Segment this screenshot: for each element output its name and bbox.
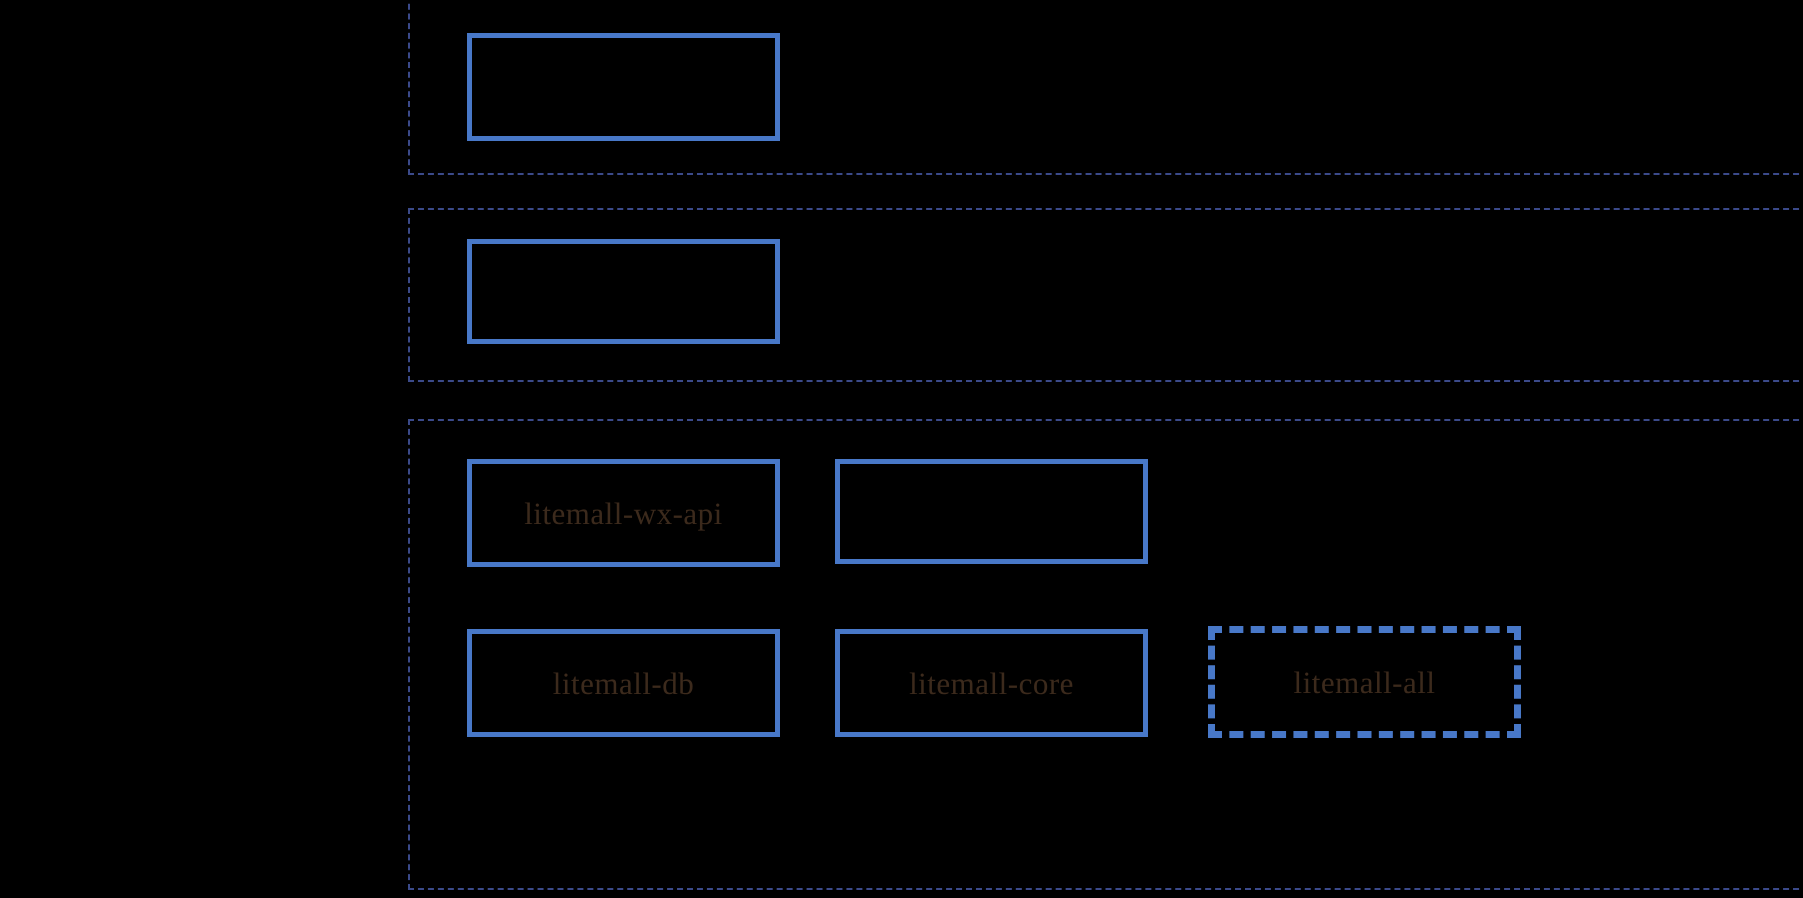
group-container-2 bbox=[408, 208, 1803, 382]
module-litemall-db-label: litemall-db bbox=[552, 665, 695, 701]
group-container-1 bbox=[408, 0, 1803, 175]
module-litemall-all[interactable]: litemall-all bbox=[1208, 626, 1521, 738]
module-litemall-all-label: litemall-all bbox=[1293, 664, 1436, 700]
module-litemall-core[interactable]: litemall-core bbox=[835, 629, 1148, 737]
group-container-3 bbox=[408, 419, 1803, 890]
module-litemall-core-label: litemall-core bbox=[909, 665, 1074, 701]
module-group1-1[interactable] bbox=[467, 33, 780, 141]
module-litemall-db[interactable]: litemall-db bbox=[467, 629, 780, 737]
module-group3-r1c2[interactable] bbox=[835, 459, 1148, 564]
module-litemall-wx-api[interactable]: litemall-wx-api bbox=[467, 459, 780, 567]
module-litemall-wx-api-label: litemall-wx-api bbox=[524, 495, 723, 531]
module-group2-1[interactable] bbox=[467, 239, 780, 344]
